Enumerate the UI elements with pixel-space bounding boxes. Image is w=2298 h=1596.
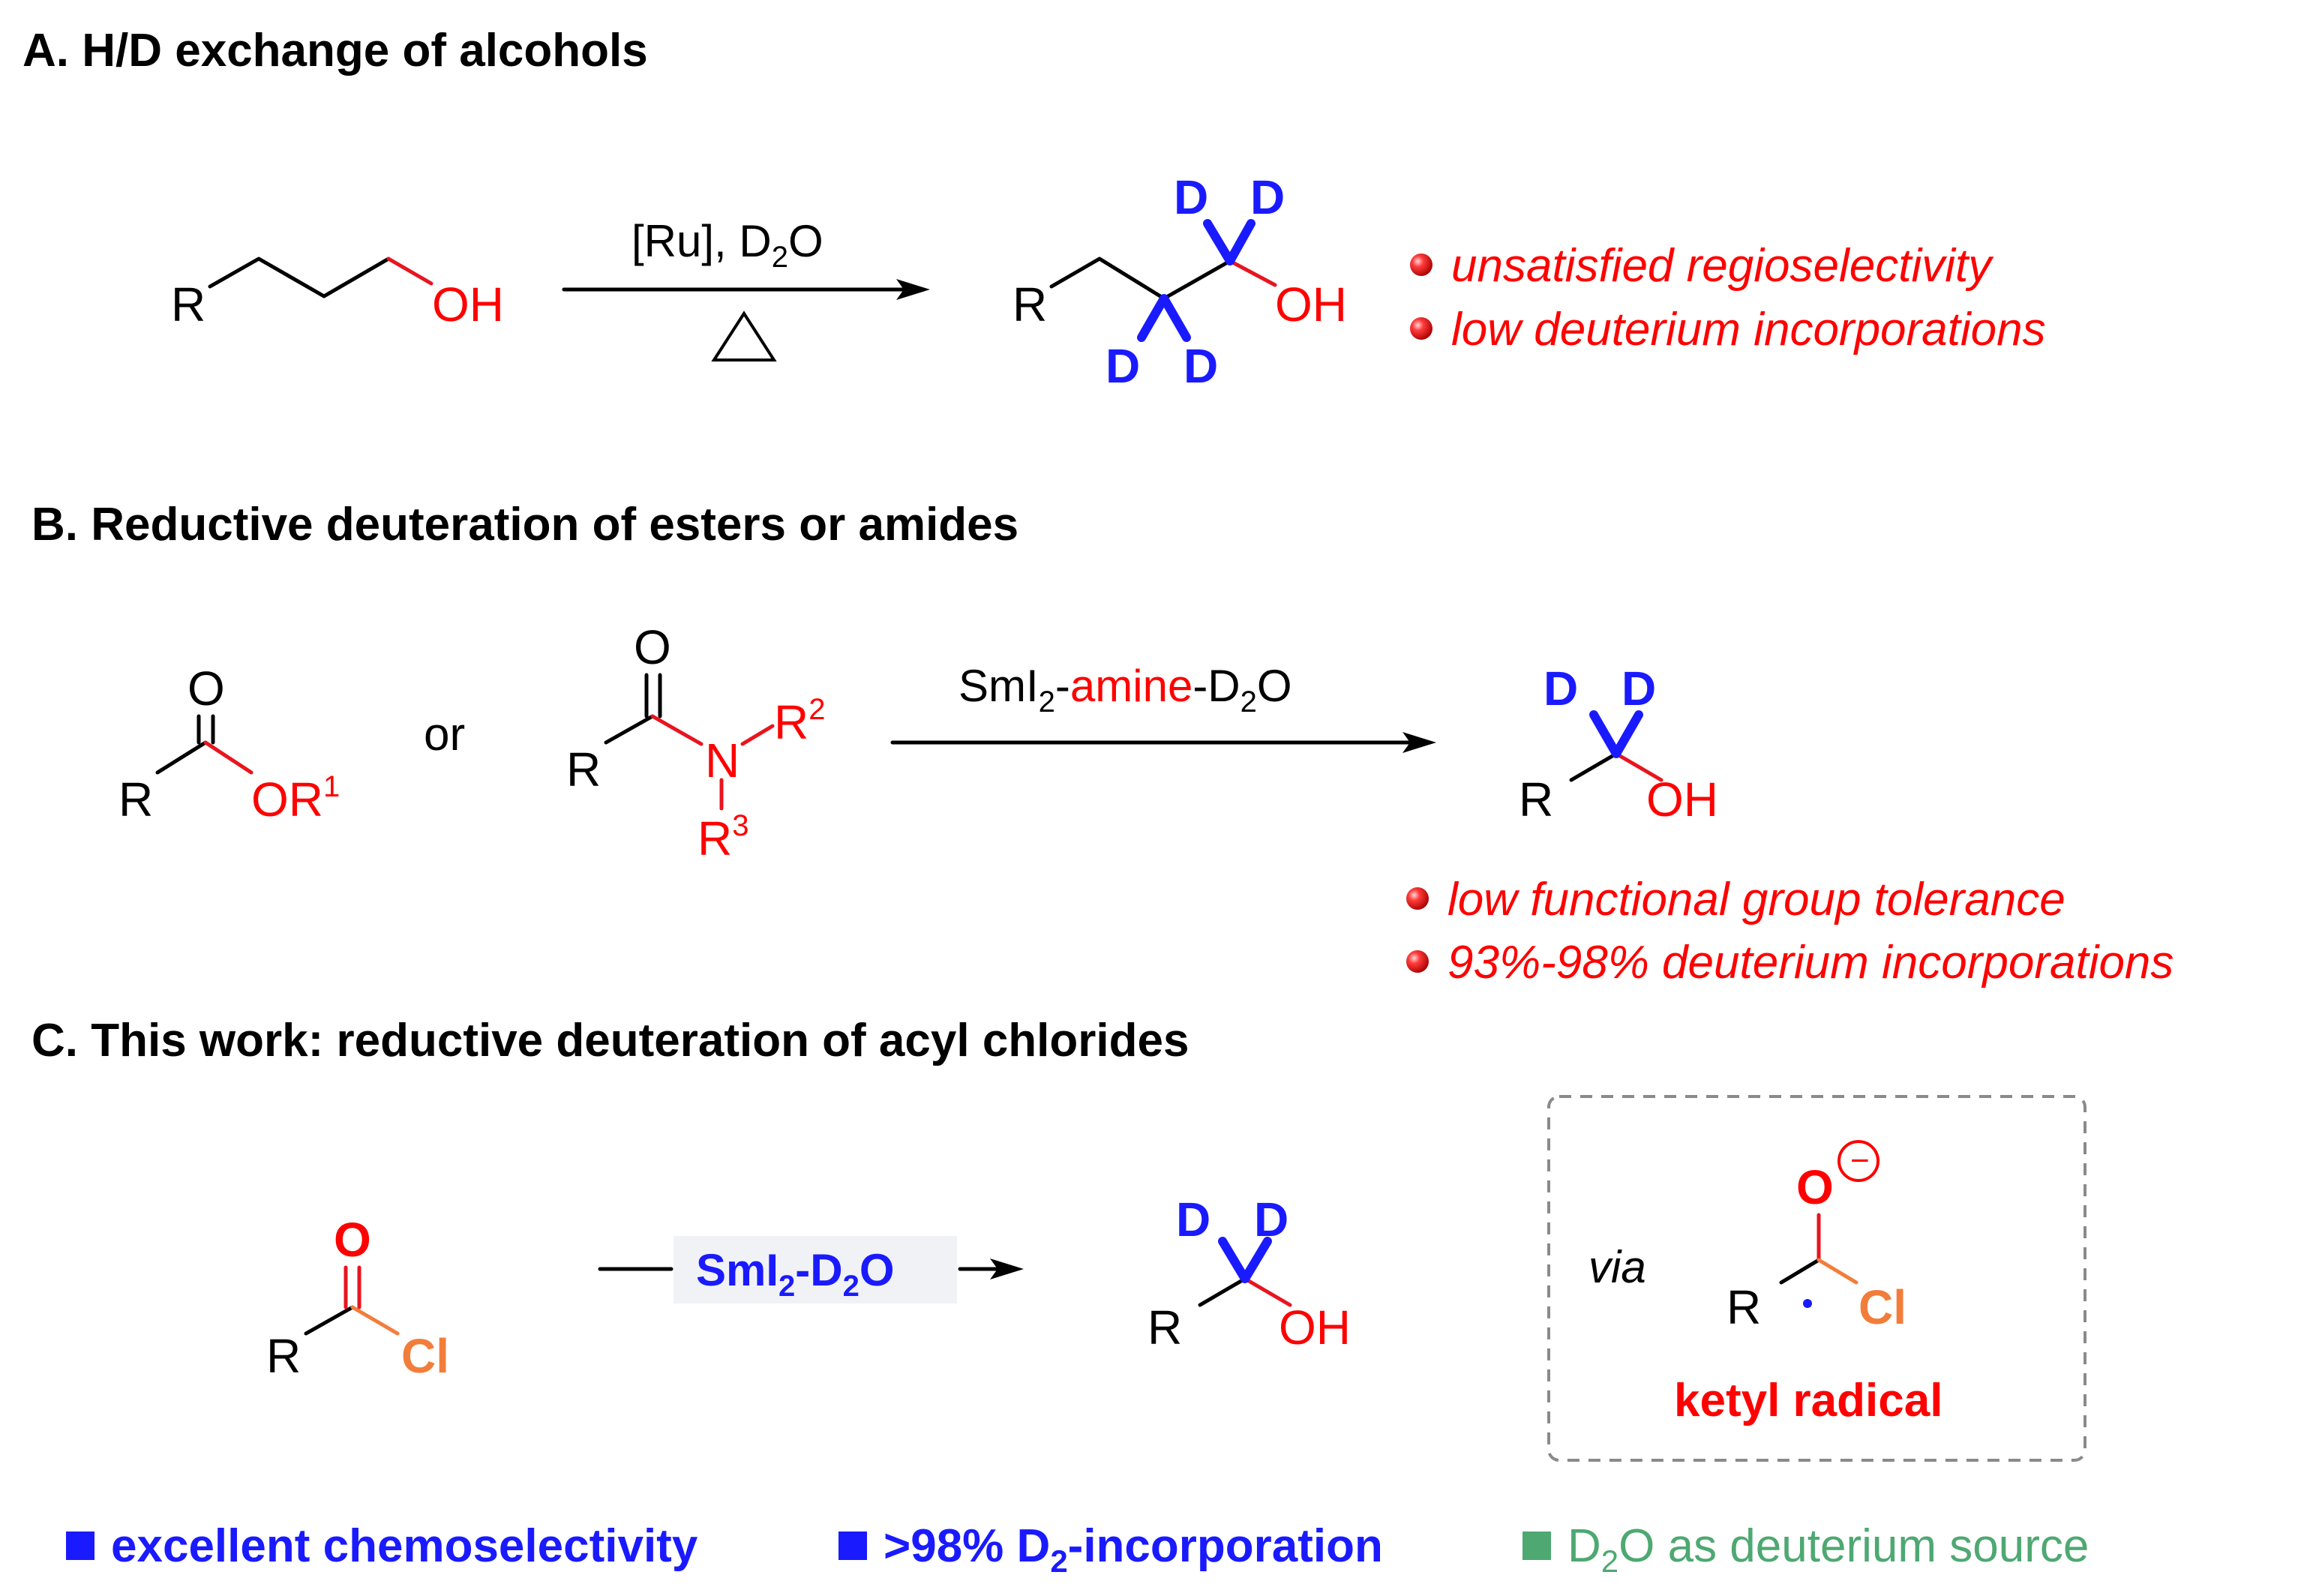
r-group-label: R (266, 1329, 301, 1383)
heat-triangle-icon (711, 310, 777, 362)
r-group-label: R (171, 278, 206, 332)
hydroxyl-label: OH (432, 278, 504, 332)
section-a-notes: unsatisfied regioselectivity low deuteri… (1410, 240, 2046, 356)
note-fg-tolerance: low functional group tolerance (1448, 874, 2066, 926)
r-group-label: R (1519, 772, 1553, 826)
reaction-arrow-b: SmI2-amine-D2O (890, 661, 1436, 753)
sm-amine-reagent-label: SmI2-amine-D2O (958, 661, 1292, 718)
hydroxyl-label: OH (1646, 772, 1718, 826)
highlight-d2o-source: D2O as deuterium source (1568, 1520, 2089, 1579)
note-low-incorporation: low deuterium incorporations (1451, 304, 2046, 356)
deuterium-label: D (1622, 662, 1656, 716)
section-b-title: B. Reductive deuteration of esters or am… (32, 499, 1018, 550)
bullet-icon (1410, 317, 1432, 340)
deuterated-alcohol-product-b: R OH D D (1519, 662, 1718, 826)
r-group-label: R (1726, 1280, 1761, 1334)
r-group-label: R (1012, 278, 1047, 332)
ketyl-radical-intermediate: via O − R Cl ketyl radical (1547, 1095, 2086, 1462)
chlorine-label: Cl (401, 1329, 449, 1383)
dashed-box (1547, 1095, 2086, 1462)
deuterium-label: D (1184, 339, 1218, 393)
square-bullet-icon (838, 1532, 867, 1560)
r3-label: R3 (698, 809, 748, 866)
reaction-arrow-c: SmI2-D2O (598, 1236, 1024, 1304)
deuterated-alcohol-product-a: R OH D D D D (1012, 170, 1347, 393)
r-group-label: R (1148, 1300, 1182, 1354)
bullet-icon (1410, 254, 1432, 276)
alkoxy-label: OR1 (251, 770, 340, 826)
r2-label: R2 (774, 693, 825, 749)
section-b-notes: low functional group tolerance 93%-98% d… (1406, 874, 2174, 988)
smi2-d2o-reagent-label: SmI2-D2O (696, 1245, 895, 1303)
bullet-icon (1406, 887, 1429, 910)
carbonyl-oxygen-label: O (188, 662, 225, 716)
alcohol-substrate: R OH (171, 256, 504, 332)
hydroxyl-label: OH (1275, 278, 1347, 332)
nitrogen-label: N (705, 734, 740, 788)
highlight-chemoselectivity: excellent chemoselectivity (111, 1520, 698, 1572)
deuterium-label: D (1174, 170, 1208, 224)
deuterated-alcohol-product-c: R OH D D (1148, 1192, 1351, 1354)
amide-substrate: O R N R2 R3 (566, 620, 825, 866)
chlorine-label: Cl (1858, 1280, 1906, 1334)
acyl-chloride-substrate: O R Cl (266, 1213, 449, 1383)
negative-charge-icon (1838, 1140, 1880, 1182)
carbonyl-oxygen-label: O (334, 1213, 371, 1267)
bullet-icon (1406, 950, 1429, 973)
footer-highlights: excellent chemoselectivity >98% D2-incor… (66, 1520, 2089, 1579)
section-c-title: C. This work: reductive deuteration of a… (32, 1015, 1189, 1066)
deuterium-label: D (1254, 1192, 1288, 1246)
ru-reagent-label: [Ru], D2O (632, 216, 824, 274)
ester-substrate: O R OR1 (118, 662, 340, 826)
deuterium-label: D (1250, 170, 1285, 224)
deuterium-label: D (1176, 1192, 1210, 1246)
or-text: or (424, 709, 465, 760)
section-a-title: A. H/D exchange of alcohols (22, 25, 648, 76)
note-incorporation-range: 93%-98% deuterium incorporations (1448, 937, 2174, 988)
via-text: via (1588, 1242, 1646, 1292)
ketyl-radical-label: ketyl radical (1674, 1375, 1942, 1426)
highlight-incorporation: >98% D2-incorporation (884, 1520, 1383, 1579)
reaction-arrow-a: [Ru], D2O (562, 216, 930, 362)
carbonyl-oxygen-label: O (634, 620, 671, 674)
square-bullet-icon (1522, 1532, 1551, 1560)
hydroxyl-label: OH (1279, 1300, 1351, 1354)
note-regioselectivity: unsatisfied regioselectivity (1451, 240, 1994, 292)
deuterium-label: D (1544, 662, 1578, 716)
reagent-box (674, 1236, 957, 1304)
r-group-label: R (118, 772, 153, 826)
square-bullet-icon (66, 1532, 94, 1560)
deuterium-label: D (1106, 339, 1140, 393)
radical-dot-icon (1803, 1299, 1812, 1308)
alkoxide-oxygen-label: O (1796, 1160, 1834, 1214)
negative-charge-symbol: − (1850, 1142, 1870, 1179)
r-group-label: R (566, 742, 601, 796)
